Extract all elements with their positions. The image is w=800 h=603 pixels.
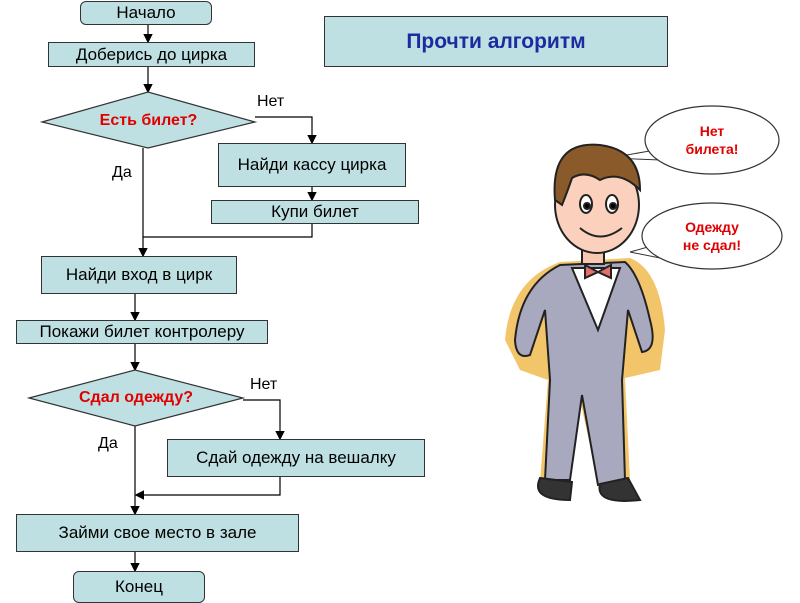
step-find-cashier: Найди кассу цирка <box>218 143 406 187</box>
bubble-no-ticket-text: Нет билета! <box>660 122 764 158</box>
decision-diamond-ticket <box>39 91 258 149</box>
bubble-no-coat-line1: Одежду <box>685 219 739 235</box>
end-terminal: Конец <box>73 571 205 603</box>
speech-bubble-no-coat <box>629 202 783 270</box>
step-buy-ticket: Купи билет <box>211 200 419 224</box>
step-take-seat: Займи свое место в зале <box>16 514 299 552</box>
decision-ticket-label: Есть билет? <box>99 112 198 129</box>
start-terminal: Начало <box>80 1 212 25</box>
bubble-no-coat-line2: не сдал! <box>682 237 742 253</box>
step-find-entrance: Найди вход в цирк <box>41 256 237 294</box>
bubble-no-ticket-line1: Нет <box>699 123 725 139</box>
step-show-ticket: Покажи билет контролеру <box>16 320 268 344</box>
slide-title: Прочти алгоритм <box>324 16 668 67</box>
step-check-coat: Сдай одежду на вешалку <box>167 439 425 477</box>
decision2-yes-label: Да <box>98 435 118 452</box>
bubble-no-ticket-line2: билета! <box>685 141 739 157</box>
decision1-yes-label: Да <box>112 164 132 181</box>
step-get-to-circus: Доберись до цирка <box>48 42 255 67</box>
decision-coat-label: Сдал одежду? <box>79 389 193 406</box>
cartoon-man-illustration <box>505 143 665 502</box>
bubble-no-coat-text: Одежду не сдал! <box>660 218 764 254</box>
decision1-no-label: Нет <box>257 93 285 110</box>
decision-diamond-coat <box>26 369 246 427</box>
decision2-no-label: Нет <box>250 376 278 393</box>
